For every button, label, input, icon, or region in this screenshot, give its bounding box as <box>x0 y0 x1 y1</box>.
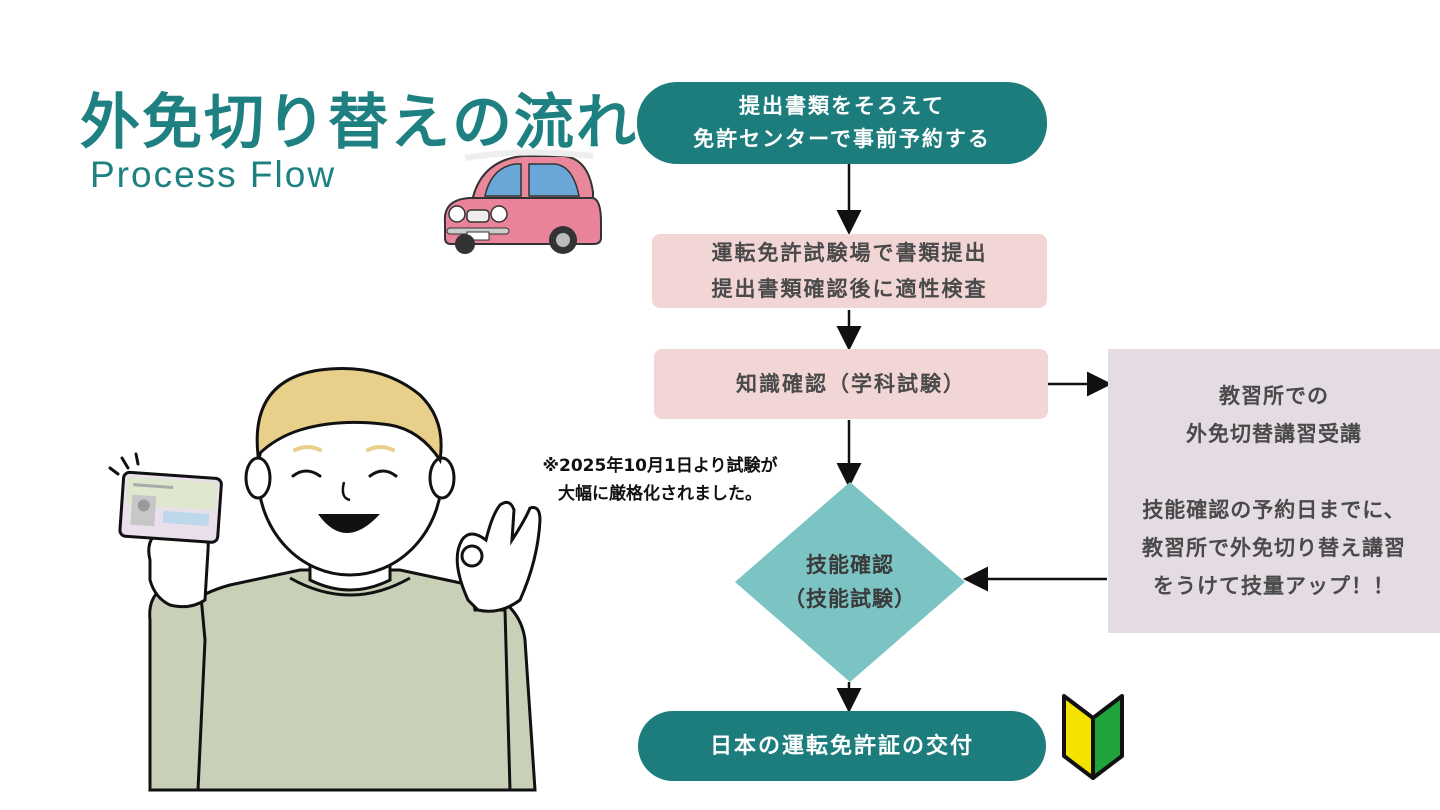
step-document-submission: 運転免許試験場で書類提出 提出書類確認後に適性検査 <box>652 234 1047 308</box>
step-knowledge-test: 知識確認（学科試験） <box>654 349 1048 419</box>
exam-change-note: ※2025年10月1日より試験が 大幅に厳格化されました。 <box>542 456 778 504</box>
step-license-issuance: 日本の運転免許証の交付 <box>638 711 1046 781</box>
step-reservation: 提出書類をそろえて 免許センターで事前予約する <box>637 82 1047 164</box>
page-subtitle: Process Flow <box>90 154 337 195</box>
page-title: 外免切り替えの流れ <box>80 88 638 158</box>
step-skill-test: 技能確認 （技能試験） <box>735 482 965 682</box>
skill-test-label: 技能確認 （技能試験） <box>784 553 916 611</box>
diamond-shape <box>735 482 965 682</box>
driving-school-course-box: 教習所での 外免切替講習受講 技能確認の予約日までに、 教習所で外免切り替え講習… <box>1108 349 1440 633</box>
